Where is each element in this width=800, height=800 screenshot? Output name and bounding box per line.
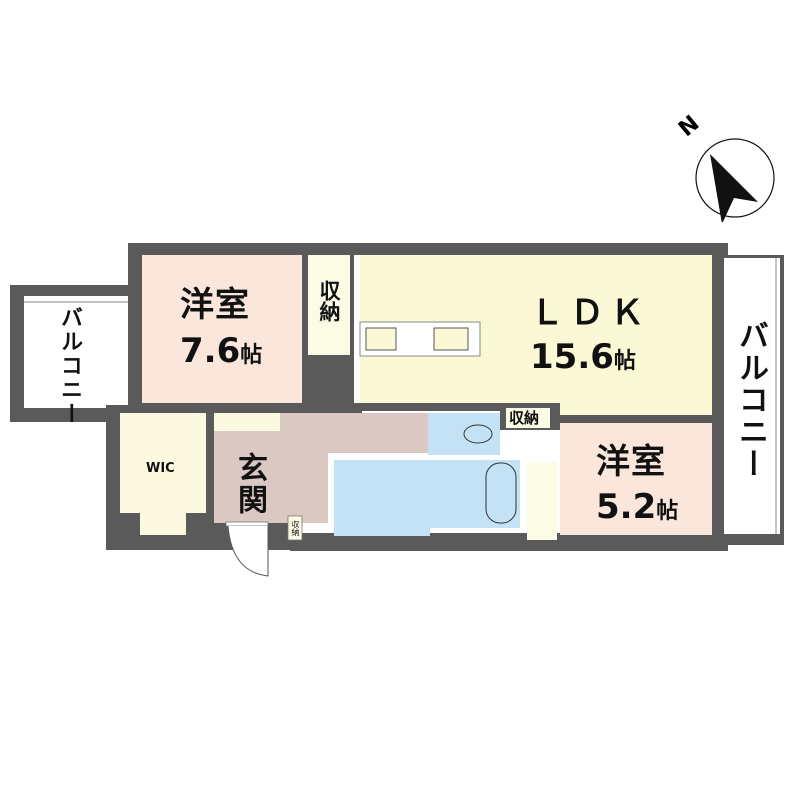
storage-entrance-label: 収納 [291, 520, 300, 536]
balcony-right-label: バルコニー [733, 320, 768, 480]
storage-1-label: 収納 [317, 280, 341, 322]
western-room-1-area: 7.6帖 [180, 331, 263, 371]
entrance-label: 玄関 [232, 452, 267, 516]
balcony-left-label: バルコニー [57, 306, 82, 426]
wic-label: WIC [146, 461, 175, 476]
ldk-area: 15.6帖 [530, 337, 636, 377]
ldk-label: ＬＤＫ [530, 293, 650, 333]
western-room-2-label: 洋室 [596, 442, 666, 482]
storage-2-label: 収納 [509, 409, 540, 427]
western-room-1-label: 洋室 [180, 285, 250, 325]
north-arrow-icon [695, 138, 775, 222]
western-room-2-area: 5.2帖 [596, 487, 679, 527]
compass: N [672, 111, 782, 222]
